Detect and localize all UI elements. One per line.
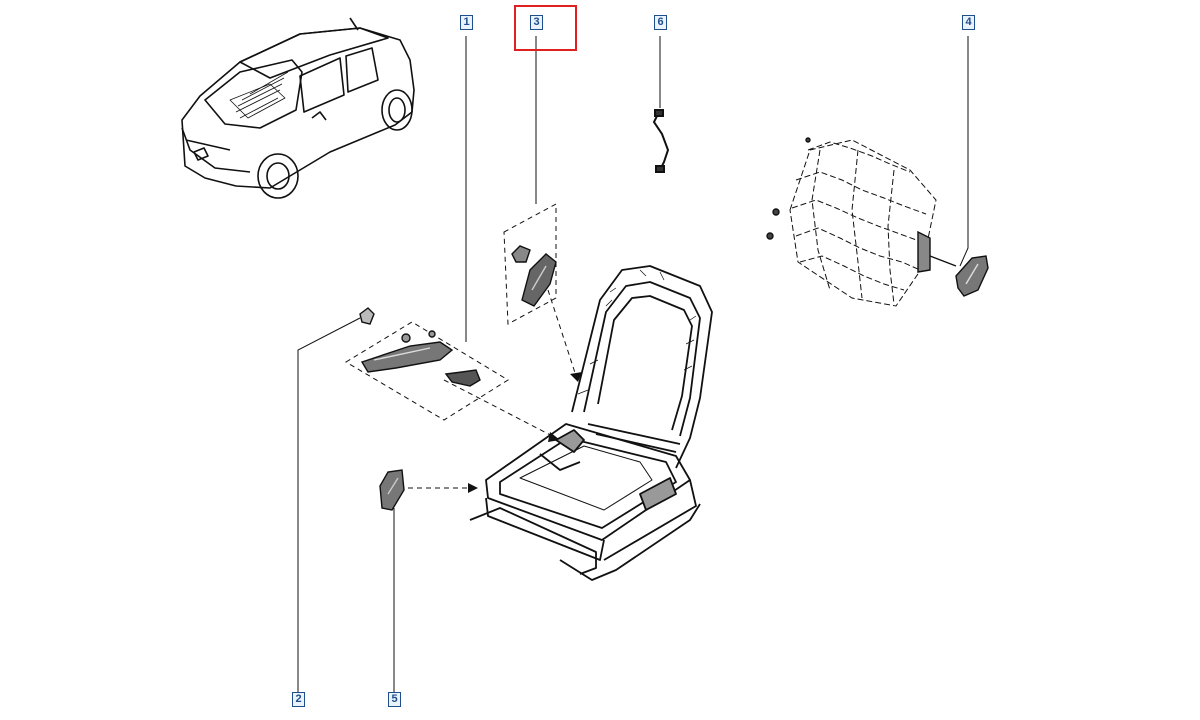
car-illustration [181, 17, 415, 199]
lumbar-handle-part [511, 245, 557, 307]
wiring-harness-part [652, 109, 670, 173]
seat-frame [469, 265, 713, 581]
recliner-handle-part [766, 137, 989, 297]
arrowheads [468, 372, 582, 493]
car-seat-hatching [235, 71, 289, 119]
callout-5[interactable]: 5 [388, 692, 401, 707]
seat-frame-hatching [577, 269, 697, 395]
side-cover-part [379, 469, 405, 511]
callout-3[interactable]: 3 [530, 15, 543, 30]
clip-part [359, 307, 375, 325]
selected-callout-highlight [514, 5, 577, 51]
dashed-guides [345, 203, 579, 489]
leader-lines [297, 36, 969, 692]
callout-6[interactable]: 6 [654, 15, 667, 30]
callout-1[interactable]: 1 [460, 15, 473, 30]
callout-2[interactable]: 2 [292, 692, 305, 707]
callout-4[interactable]: 4 [962, 15, 975, 30]
handle-kit-part [360, 330, 481, 387]
spring-mat-part [789, 139, 937, 307]
